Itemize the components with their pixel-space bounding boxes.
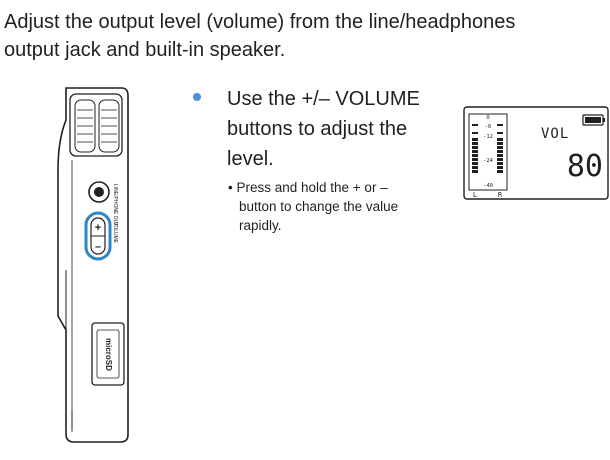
volume-label: VOLUME <box>112 222 118 244</box>
instruction-line-1: Use the +/– VOLUME <box>227 88 420 110</box>
volume-minus-label: – <box>95 241 101 253</box>
note-line-3: rapidly. <box>239 218 282 233</box>
level-meter-right <box>497 124 503 173</box>
intro-line-1: Adjust the output level (volume) from th… <box>4 11 516 33</box>
level-meter-left <box>472 124 478 173</box>
mode-label: VOL <box>541 126 569 142</box>
channel-left-label: L <box>473 191 477 199</box>
meter-scale-0: 0 <box>486 115 489 121</box>
volume-value: 80 <box>567 149 603 184</box>
lcd-display: 0 -6 -12 -24 -40 L R VOL 80 <box>463 106 609 200</box>
bullet-dot <box>193 93 201 101</box>
instruction-text: Use the +/– VOLUME buttons to adjust the… <box>227 84 447 174</box>
instruction-line-2: buttons to adjust the <box>227 118 408 140</box>
jack-label: LINE/PHONE OUT <box>112 184 118 226</box>
note-line-1: • Press and hold the + or – <box>228 180 388 195</box>
intro-line-2: output jack and built-in speaker. <box>4 39 286 61</box>
meter-scale-24: -24 <box>483 158 494 164</box>
note-text: • Press and hold the + or – button to ch… <box>228 178 448 235</box>
microsd-logo: microSD <box>104 338 113 371</box>
meter-scale-6: -6 <box>485 124 492 130</box>
volume-plus-label: + <box>95 222 101 234</box>
battery-icon <box>582 114 605 126</box>
output-jack <box>88 181 110 203</box>
intro-text: Adjust the output level (volume) from th… <box>4 8 604 64</box>
meter-scale-40: -40 <box>483 183 493 189</box>
instruction-line-3: level. <box>227 148 274 170</box>
card-slot-cover <box>91 322 125 386</box>
microphone-grille <box>69 93 123 157</box>
channel-right-label: R <box>498 191 503 199</box>
meter-scale-12: -12 <box>483 134 493 140</box>
volume-buttons[interactable] <box>84 211 112 261</box>
note-line-2: button to change the value <box>239 199 399 214</box>
recorder-illustration: LINE/PHONE OUT + – VOLUME microSD <box>57 87 129 443</box>
